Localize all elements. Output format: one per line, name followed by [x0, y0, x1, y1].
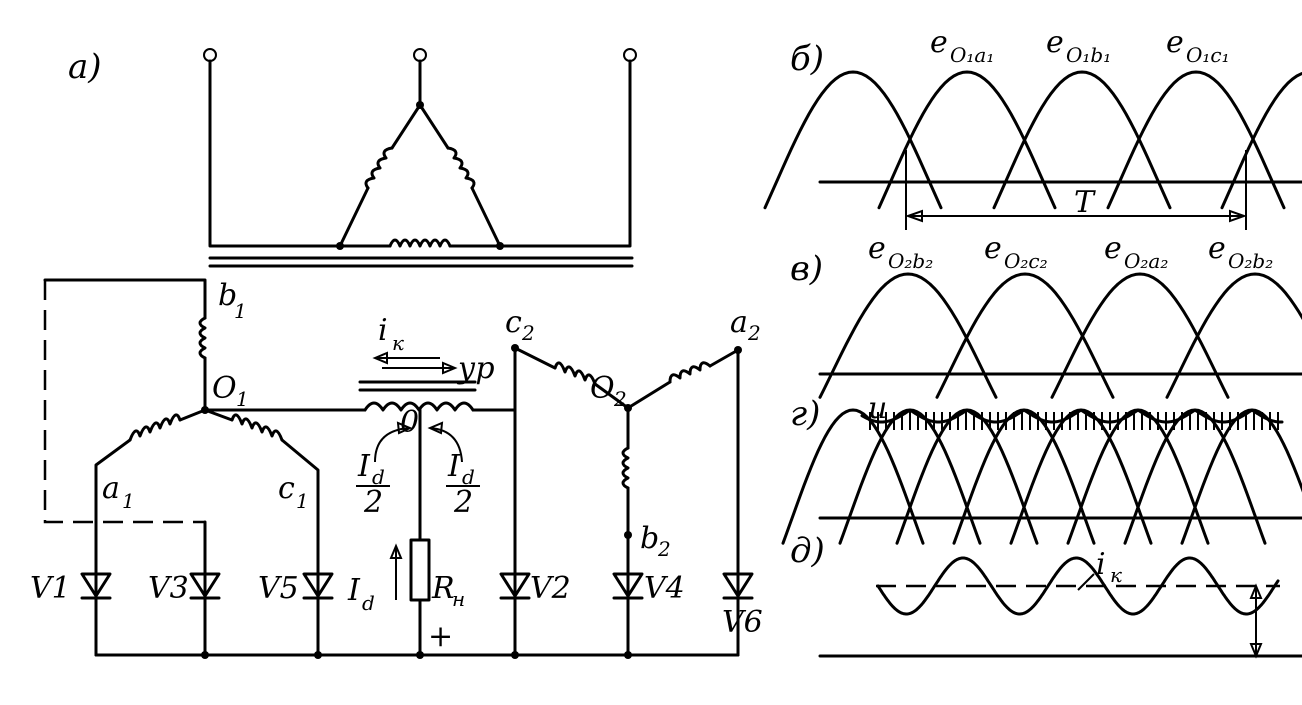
label-v1: V1 — [30, 571, 71, 606]
diode-v3: V3 — [148, 571, 221, 657]
label-c2: c — [505, 305, 522, 340]
label-o1-sub: 1 — [236, 387, 249, 411]
wave-e-prev — [763, 70, 943, 210]
label-e-o2b2-1-sub: O₂b₂ — [888, 249, 933, 273]
label-a2-sub: 2 — [747, 321, 761, 345]
wave-u-phase-5 — [1009, 408, 1153, 545]
label-ik-wave-sub: к — [1110, 563, 1122, 587]
label-id-half-right-den: 2 — [453, 485, 473, 520]
label-v4: V4 — [644, 571, 685, 606]
label-c2-sub: 2 — [521, 321, 535, 345]
panel-label-g: г) — [790, 394, 820, 434]
label-b1: b — [218, 278, 237, 313]
label-e-o2c2-sub: O₂c₂ — [1004, 249, 1048, 273]
label-ik: i — [378, 313, 388, 348]
label-id-half-left-den: 2 — [363, 485, 383, 520]
label-a1-sub: 1 — [122, 489, 135, 513]
label-e-o1c1: e — [1166, 25, 1184, 60]
label-e-o1a1-sub: O₁a₁ — [950, 43, 994, 67]
label-v2: V2 — [530, 571, 571, 606]
wave-u-phase-1 — [781, 408, 925, 545]
label-yp: ур — [456, 351, 495, 386]
terminal-a — [203, 48, 217, 62]
label-b1-sub: 1 — [234, 299, 247, 323]
label-id-half-left: I — [357, 449, 371, 484]
secondary-star-2: c 2 O 2 a 2 b 2 — [505, 305, 761, 577]
label-o2: O — [590, 371, 615, 406]
primary-delta-winding: а) — [68, 47, 637, 268]
label-e-o2c2: e — [984, 231, 1002, 266]
label-ik-wave: i — [1096, 547, 1106, 582]
secondary-star-1: b 1 O 1 a 1 c 1 — [43, 278, 367, 577]
panel-label-v: в) — [790, 249, 823, 289]
label-a1: a — [102, 471, 120, 506]
diode-v1: V1 — [30, 571, 112, 657]
wave-u-phase-7 — [1123, 408, 1267, 545]
wave-e-o2b2-2 — [1165, 272, 1302, 399]
label-v3: V3 — [148, 571, 189, 606]
wave-e-o1a1 — [877, 70, 1057, 210]
label-c1: c — [278, 471, 295, 506]
terminal-c — [623, 48, 637, 62]
wave-e-o2a2 — [1050, 272, 1230, 399]
label-c1-sub: 1 — [296, 489, 309, 513]
label-e-o1c1-sub: O₁c₁ — [1186, 43, 1230, 67]
label-a2: a — [730, 305, 748, 340]
label-rn: R — [431, 571, 455, 606]
wave-e-o1b1 — [992, 70, 1172, 210]
panel-label-d: д) — [790, 531, 825, 571]
wave-e-o2c2 — [935, 272, 1115, 399]
label-e-o2a2: e — [1104, 231, 1122, 266]
wave-u-phase-6 — [1066, 408, 1210, 545]
label-period: T — [1074, 185, 1096, 220]
label-id-half-left-sub: d — [372, 465, 385, 489]
label-v5: V5 — [258, 571, 299, 606]
label-id-sub: d — [362, 591, 375, 615]
label-id: I — [347, 573, 361, 608]
label-e-o2a2-sub: O₂a₂ — [1124, 249, 1168, 273]
label-b2: b — [640, 521, 659, 556]
waveform-panels: б) в) г) д) e O₁a₁ e O₁b₁ e O₁c₁ T e O₂b… — [763, 25, 1302, 659]
wave-u-envelope — [860, 408, 1284, 424]
diode-v6: V6 — [722, 572, 763, 657]
label-o1: O — [212, 371, 237, 406]
label-o2-sub: 2 — [613, 387, 627, 411]
label-v6: V6 — [722, 605, 763, 640]
label-id-half-right-sub: d — [462, 465, 475, 489]
terminal-b — [413, 48, 427, 62]
label-e-o1b1-sub: O₁b₁ — [1066, 43, 1111, 67]
label-zero: 0 — [400, 405, 419, 440]
label-e-o2b2-2: e — [1208, 231, 1226, 266]
diode-v2: V2 — [499, 571, 571, 657]
label-id-half-right: I — [447, 449, 461, 484]
label-e-o1a1: e — [930, 25, 948, 60]
wave-e-o1c1 — [1106, 70, 1286, 210]
interphase-reactor: i к ур 0 I d 2 I d 2 — [356, 313, 517, 520]
panel-label-b: б) — [790, 39, 824, 79]
load-resistor: R н I d + — [347, 408, 465, 657]
label-e-o1b1: e — [1046, 25, 1064, 60]
wave-e-o2b2-1 — [818, 272, 998, 399]
label-rn-sub: н — [452, 587, 465, 611]
label-plus: + — [428, 619, 453, 654]
diode-v4: V4 — [612, 571, 685, 657]
label-ik-sub: к — [392, 331, 404, 355]
wave-ik — [876, 556, 1280, 616]
diode-bank: V1 V3 V5 V2 V4 — [30, 571, 763, 659]
label-u: u — [868, 391, 887, 426]
label-e-o2b2-1: e — [868, 231, 886, 266]
label-b2-sub: 2 — [657, 537, 671, 561]
diode-v5: V5 — [258, 571, 334, 657]
wave-e-next — [1220, 71, 1302, 210]
label-e-o2b2-2-sub: O₂b₂ — [1228, 249, 1273, 273]
panel-label-a: а) — [68, 47, 102, 87]
